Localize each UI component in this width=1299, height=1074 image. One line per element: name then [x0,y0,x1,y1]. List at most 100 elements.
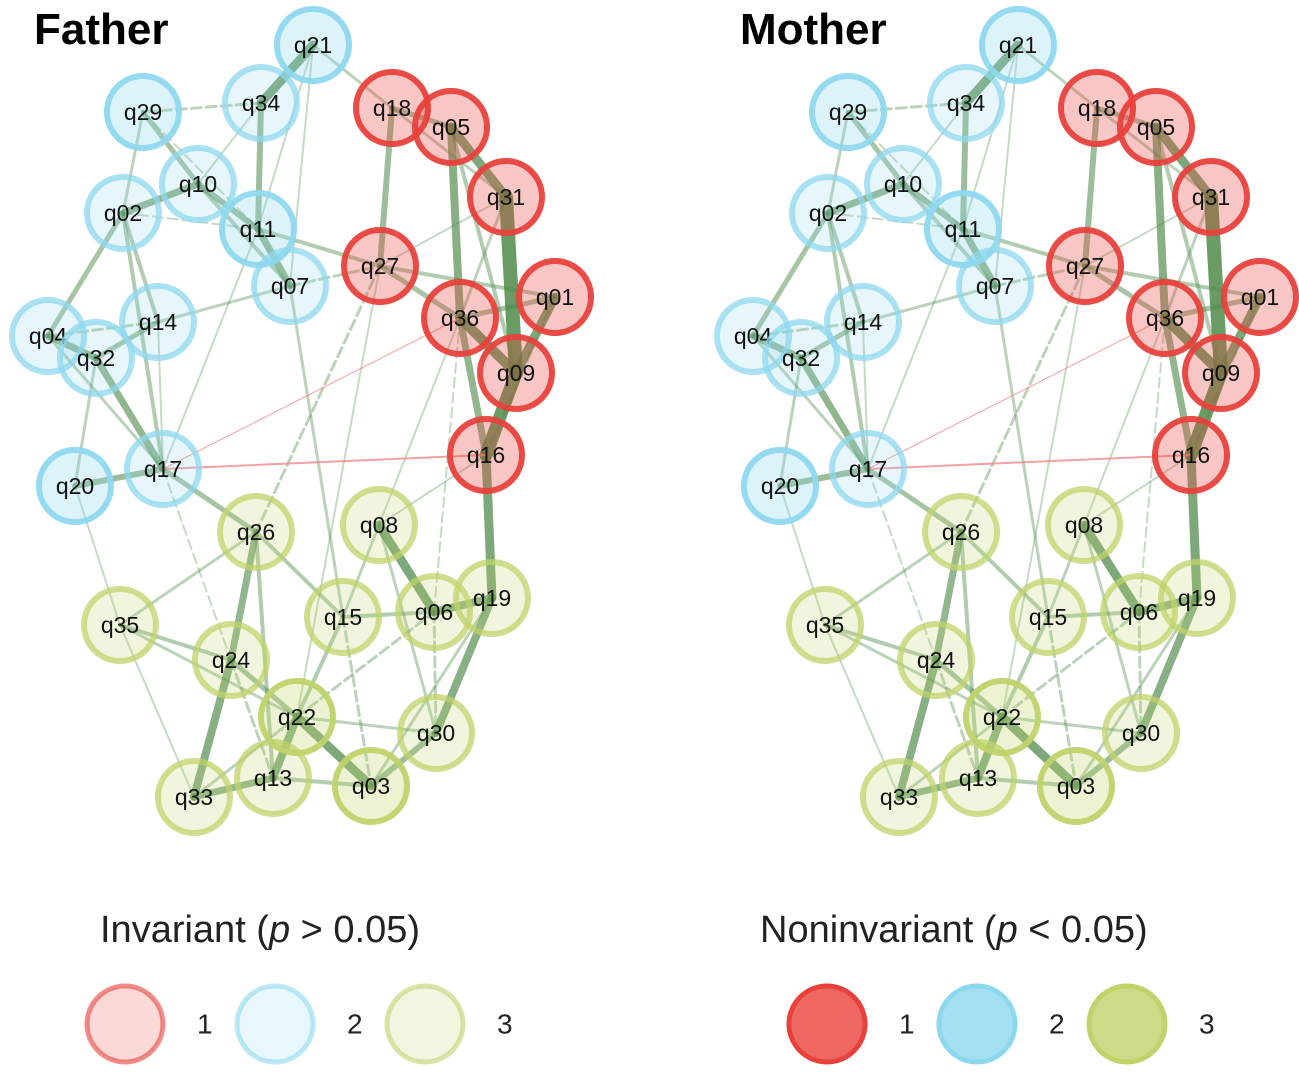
legend-swatch [84,983,166,1065]
father-node-circle [222,64,300,142]
mother-edge-q34-q10 [902,102,967,185]
legend-label: 1 [197,1009,213,1040]
mother-edge-q11-q27 [961,227,1087,268]
father-edge-q13-q03 [271,776,373,788]
mother-node-q29: q29 [809,73,887,151]
father-edge-q20-q35 [74,485,121,626]
mother-node-circle [860,758,938,836]
mother-edge-q27-q36 [1082,263,1168,321]
mother-node-q14: q14 [824,283,902,361]
node-label: q06 [415,599,453,625]
legend-invariant-title: Invariant (p > 0.05) [100,909,420,951]
mother-node-q33: q33 [860,758,938,836]
father-node-q27: q27 [341,227,419,305]
mother-edge-q15-q22 [1000,615,1050,719]
father-edge-q04-q32 [44,332,100,362]
mother-node-q15: q15 [1009,578,1087,656]
mother-edge-q29-q02 [826,110,850,215]
mother-node-circle [956,247,1034,325]
father-edge-q18-q31 [390,106,508,199]
mother-edge-q31-q36 [1163,195,1213,320]
mother-edge-q14-q07 [861,284,997,324]
mother-node-q13: q13 [939,739,1017,817]
node-label: q22 [983,704,1021,730]
father-edge-q15-q03 [341,615,373,788]
mother-node-circle [809,73,887,151]
mother-edge-q22-q03 [997,712,1081,791]
legend-label: 3 [1199,1009,1215,1040]
node-label: q03 [1057,773,1095,799]
mother-edge-q26-q35 [823,530,963,627]
father-node-q07: q07 [251,247,329,325]
father-edge-q24-q26 [227,528,260,664]
father-edge-q17-q20 [72,466,166,489]
father-edge-q17-q16 [162,454,487,470]
mother-node-circle [1158,559,1236,637]
legend-invariant-items: 1 2 3 [84,983,513,1065]
father-node-circle [453,559,531,637]
mother-node-q22: q22 [963,678,1041,756]
mother-edge-q15-q06 [1046,610,1141,619]
father-node-circle [447,416,525,494]
mother-edge-q36-q16 [1161,314,1195,459]
father-edge-q29-q11 [142,111,259,230]
mother-edge-q07-q27 [993,264,1087,288]
father-edge-q34-q29 [141,101,263,114]
node-label: q35 [806,612,844,638]
father-node-circle [274,6,352,84]
father-node-q08: q08 [340,486,418,564]
node-label: q05 [1137,114,1175,140]
node-label: q34 [242,90,281,116]
mother-node-circle [1058,69,1136,147]
father-edge-q31-q27 [379,196,507,267]
father-node-circle [234,739,312,817]
father-node-circle [421,279,499,357]
father-edge-q36-q01 [457,294,558,321]
father-edge-q14-q07 [156,284,292,324]
legend-label: 3 [497,1009,513,1040]
father-node-circle [251,247,329,325]
mother-edge-q17-q26 [865,466,964,535]
father-edge-q36-q16 [456,314,490,459]
father-edge-q30-q22 [295,715,438,735]
node-label: q01 [1241,284,1279,310]
node-label: q33 [880,784,918,810]
father-node-circle [353,69,431,147]
mother-edge-q31-q09 [1204,190,1228,380]
father-panel-title: Father [34,5,168,54]
mother-node-q30: q30 [1102,694,1180,772]
father-node-q33: q33 [155,758,233,836]
mother-edge-q34-q29 [846,101,968,114]
father-node-circle [9,297,87,375]
father-edge-q17-q26 [160,466,259,535]
mother-node-circle [897,621,975,699]
mother-edge-q35-q33 [824,624,900,798]
father-edge-q11-q27 [256,227,382,268]
mother-node-q27: q27 [1046,227,1124,305]
mother-edge-q30-q22 [1000,715,1143,735]
mother-edge-q21-q18 [1016,43,1099,110]
father-node-q19: q19 [453,559,531,637]
mother-node-q16: q16 [1152,416,1230,494]
mother-node-circle [1009,578,1087,656]
mother-edge-q32-q20 [778,356,803,488]
father-node-circle [124,430,202,508]
father-node-q13: q13 [234,739,312,817]
father-edge-q18-q27 [377,105,395,269]
father-node-q16: q16 [447,416,525,494]
father-node-q03: q03 [332,747,410,825]
father-node-q31: q31 [467,158,545,236]
mother-edge-q36-q09 [1160,313,1226,378]
father-node-q30: q30 [397,694,475,772]
father-edge-q27-q22 [296,265,381,718]
legend-label: 1 [899,1009,915,1040]
father-node-circle [36,447,114,525]
node-label: q02 [104,200,142,226]
legend-noninvariant-title: Noninvariant (p < 0.05) [760,909,1148,951]
father-edge-q02-q10 [119,180,202,217]
mother-node-q34: q34 [927,64,1005,142]
legend-label: 2 [347,1009,363,1040]
